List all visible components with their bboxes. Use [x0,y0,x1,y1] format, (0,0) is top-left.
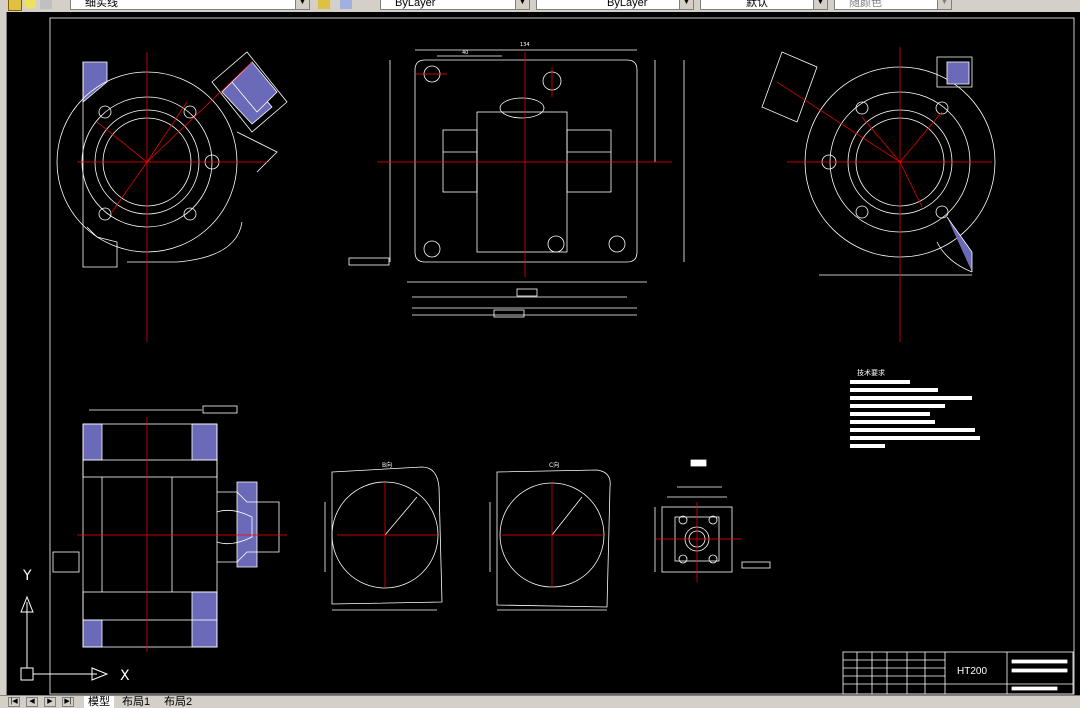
tab-layout1-label: 布局1 [122,696,151,708]
top-right-view [761,51,996,276]
linetype-combo-value: ByLayer [607,0,648,9]
chevron-down-icon[interactable]: ▼ [295,0,309,9]
view-c [489,469,611,611]
chevron-down-icon[interactable]: ▼ [937,0,951,9]
ucs-icon [20,595,109,681]
lock-icon[interactable] [40,0,52,9]
view-c-centerlines [502,482,604,587]
layer-combo-value: 细实线 [85,0,118,9]
chevron-down-icon[interactable]: ▼ [515,0,529,9]
center-view [348,49,685,318]
first-tab-icon[interactable]: |◀ [8,697,20,707]
tech-req-title: 技术要求 [857,368,885,377]
top-left-centerlines [77,52,267,342]
lineweight-combo-value: 默认 [746,0,768,9]
properties-toolbar: 细实线 ▼ ByLayer ▼ ByLayer ▼ 默认 ▼ 随颜色 ▼ [0,0,1080,13]
last-tab-icon[interactable]: ▶| [62,697,74,707]
prev-tab-icon[interactable]: ◀ [26,697,38,707]
top-right-centerlines [776,47,992,342]
tab-layout1[interactable]: 布局1 [118,696,154,708]
left-dock [0,12,7,695]
title-block [842,651,1074,695]
color-combo[interactable]: ByLayer ▼ [380,0,530,10]
small-flange-view [654,459,771,573]
lineweight-combo[interactable]: 默认 ▼ [700,0,828,10]
top-left-view [56,51,288,268]
chevron-down-icon[interactable]: ▼ [679,0,693,9]
tab-model-label: 模型 [88,696,110,708]
ucs-x-label: X [120,668,130,684]
plotstyle-combo-value: 随颜色 [849,0,882,9]
model-space-canvas[interactable]: 134 40 [7,12,1080,695]
linetype-combo[interactable]: ByLayer ▼ [536,0,694,10]
tab-model[interactable]: 模型 [84,696,114,708]
layer-previous-icon[interactable] [340,0,352,9]
view-b [324,466,443,611]
layer-manager-icon[interactable] [318,0,330,9]
dim-40-label: 40 [462,50,468,56]
color-combo-value: ByLayer [395,0,436,9]
view-b-centerlines [337,482,437,587]
ucs-y-label: Y [22,568,32,584]
layer-icon[interactable] [8,0,22,11]
drawing-border [49,17,1075,695]
layer-state-icon[interactable] [24,0,36,9]
tab-layout2[interactable]: 布局2 [160,696,196,708]
plotstyle-combo[interactable]: 随颜色 ▼ [834,0,952,10]
drawing-svg: 134 40 [20,17,1075,695]
next-tab-icon[interactable]: ▶ [44,697,56,707]
detail-tag [690,459,707,467]
center-centerlines [377,52,672,277]
view-b-label: B向 [382,461,392,469]
small-flange-centerlines [655,502,742,582]
layer-combo[interactable]: 细实线 ▼ [70,0,310,10]
material-label: HT200 [957,666,987,677]
tech-requirements [850,380,980,448]
bottom-left-centerlines [77,417,287,652]
tab-layout2-label: 布局2 [164,696,193,708]
chevron-down-icon[interactable]: ▼ [813,0,827,9]
layout-tab-bar: |◀ ◀ ▶ ▶| 模型 布局1 布局2 [0,695,1080,708]
bottom-left-section [52,405,280,648]
view-c-label: C向 [549,461,559,469]
dim-134-label: 134 [520,42,530,48]
